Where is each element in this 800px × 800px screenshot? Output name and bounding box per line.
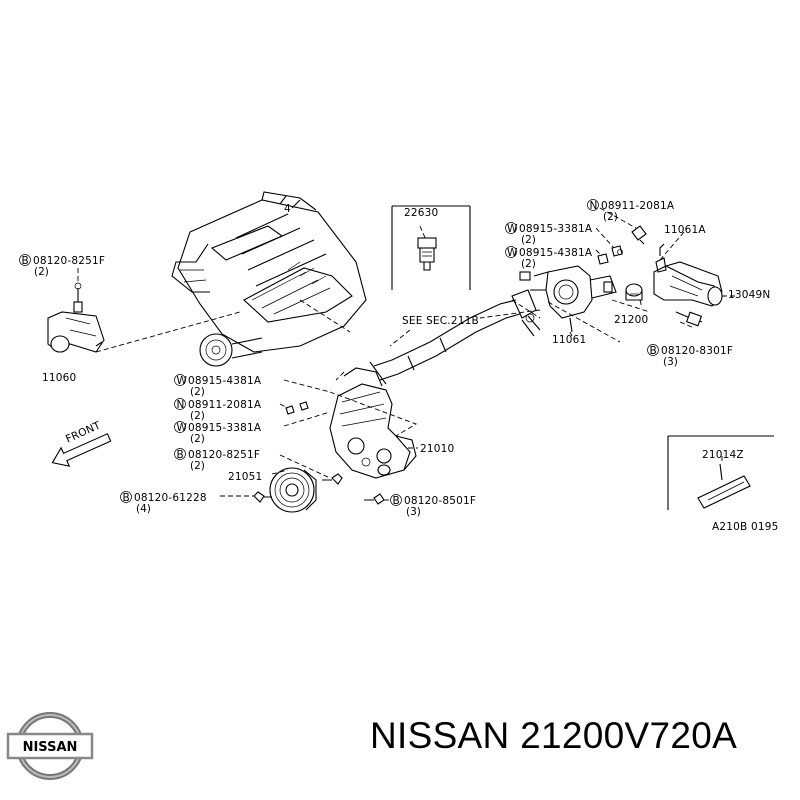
- callout-08120-8501F: B 08120-8501F (3): [390, 494, 476, 518]
- callout-08911-2081A-left: N 08911-2081A (2): [174, 398, 262, 422]
- front-arrow: FRONT: [51, 419, 112, 467]
- label-11061: 11061: [552, 334, 586, 346]
- see-sec-label: SEE SEC.211B: [402, 315, 479, 327]
- svg-text:(3): (3): [406, 506, 421, 518]
- small-fasteners: [597, 225, 667, 273]
- bolts-lower: [253, 401, 385, 505]
- callout-08120-8301F: B 08120-8301F (3): [647, 344, 733, 368]
- svg-text:08915-4381A: 08915-4381A: [188, 375, 262, 387]
- callout-08120-8251F-top-left: B 08120-8251F (2): [19, 254, 105, 278]
- svg-text:W: W: [177, 375, 188, 387]
- label-13049N: 13049N: [728, 289, 770, 301]
- svg-text:W: W: [507, 223, 518, 235]
- pump-pulley: [269, 467, 317, 513]
- callout-08120-61228: B 08120-61228 (4): [120, 491, 207, 515]
- label-21200: 21200: [614, 314, 648, 326]
- label-11060: 11060: [42, 372, 76, 384]
- callout-08915-3381A-left: W 08915-3381A (2): [174, 421, 262, 445]
- svg-text:4: 4: [284, 203, 291, 215]
- svg-text:(2): (2): [190, 460, 205, 472]
- svg-text:08911-2081A: 08911-2081A: [601, 200, 675, 212]
- svg-text:(2): (2): [521, 234, 536, 246]
- label-21051: 21051: [228, 471, 262, 483]
- svg-text:(2): (2): [603, 211, 618, 223]
- svg-text:08120-61228: 08120-61228: [134, 492, 207, 504]
- figure-code: A210B 0195: [712, 521, 779, 533]
- water-pump: [329, 367, 417, 479]
- callout-08915-3381A-top-right: W 08915-3381A (2): [505, 222, 593, 246]
- svg-text:N: N: [590, 200, 598, 212]
- svg-text:08915-4381A: 08915-4381A: [519, 247, 593, 259]
- water-pipe: [369, 289, 541, 385]
- svg-text:08911-2081A: 08911-2081A: [188, 399, 262, 411]
- svg-text:08120-8251F: 08120-8251F: [33, 255, 105, 267]
- svg-text:W: W: [177, 422, 188, 434]
- svg-text:08915-3381A: 08915-3381A: [519, 223, 593, 235]
- label-22630: 22630: [404, 207, 438, 219]
- svg-text:(2): (2): [34, 266, 49, 278]
- svg-text:(2): (2): [190, 386, 205, 398]
- inset-box: [667, 435, 774, 510]
- sensor-box: [391, 205, 471, 290]
- water-inlet-left: [47, 282, 105, 353]
- thermostat-housing: [519, 265, 617, 333]
- label-11061A: 11061A: [664, 224, 706, 236]
- svg-text:08120-8251F: 08120-8251F: [188, 449, 260, 461]
- svg-text:B: B: [177, 449, 184, 461]
- callout-08915-4381A-top-right: W 08915-4381A (2): [505, 246, 593, 270]
- svg-text:08120-8301F: 08120-8301F: [661, 345, 733, 357]
- svg-text:(2): (2): [521, 258, 536, 270]
- label-21014Z: 21014Z: [702, 449, 744, 461]
- engine-illustration: 4: [171, 191, 367, 367]
- svg-text:N: N: [177, 399, 185, 411]
- nissan-logo: NISSAN: [6, 712, 94, 780]
- svg-text:B: B: [22, 255, 29, 267]
- callout-08915-4381A-left: W 08915-4381A (2): [174, 374, 262, 398]
- leader-lines: [77, 207, 736, 501]
- product-caption: NISSAN 21200V720A: [370, 715, 738, 756]
- svg-text:B: B: [393, 495, 400, 507]
- label-21010: 21010: [420, 443, 454, 455]
- svg-text:B: B: [123, 492, 130, 504]
- front-label: FRONT: [64, 419, 103, 445]
- water-outlet: [653, 261, 723, 327]
- svg-text:08120-8501F: 08120-8501F: [404, 495, 476, 507]
- svg-text:(4): (4): [136, 503, 151, 515]
- svg-text:08915-3381A: 08915-3381A: [188, 422, 262, 434]
- svg-text:W: W: [507, 247, 518, 259]
- svg-text:NISSAN: NISSAN: [23, 740, 78, 755]
- svg-text:(2): (2): [190, 433, 205, 445]
- callout-08911-2081A-top-right: N 08911-2081A (2): [587, 199, 675, 223]
- callout-08120-8251F-middle: B 08120-8251F (2): [174, 448, 260, 472]
- svg-text:B: B: [650, 345, 657, 357]
- thermostat-part: [625, 283, 643, 301]
- svg-text:(3): (3): [663, 356, 678, 368]
- svg-text:(2): (2): [190, 410, 205, 422]
